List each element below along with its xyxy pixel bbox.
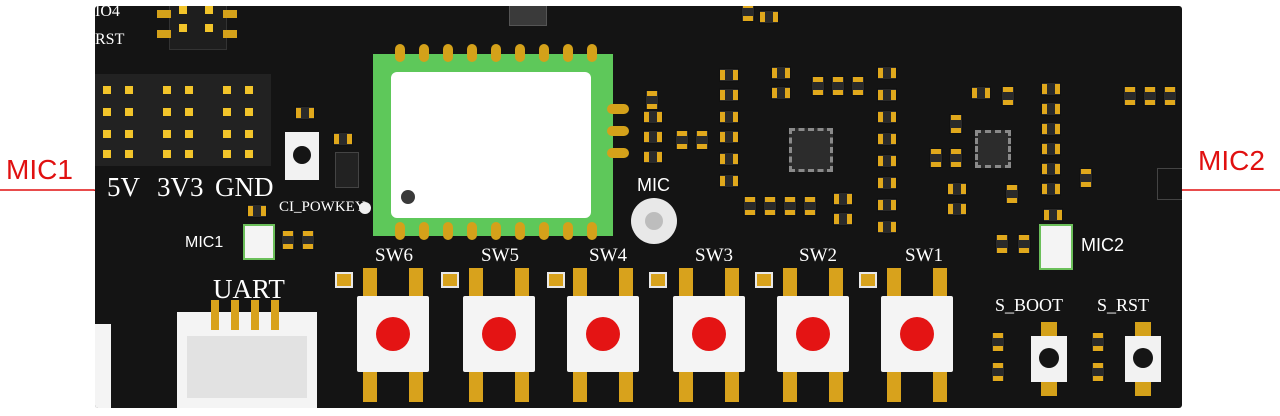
io4-label: IO4 [95,6,120,20]
ci-powkey-label: CI_POWKEY [279,199,366,215]
left-edge-connector [95,324,111,408]
sw3-label: SW3 [695,245,733,266]
module-pads-top [385,44,605,62]
ic-chip-1 [789,128,833,172]
uart-connector[interactable] [177,300,317,408]
sw4-label: SW4 [589,245,627,266]
s-boot-label: S_BOOT [995,295,1064,315]
5v-label: 5V [107,172,140,202]
mic1-footprint [243,224,275,260]
sw6-label: SW6 [375,245,413,266]
3v3-label: 3V3 [157,172,204,202]
sw1-button[interactable] [881,268,953,404]
sw6-button[interactable] [357,268,429,404]
s-boot-button[interactable] [1031,336,1067,382]
mic1-silk-label: MIC1 [185,234,224,251]
mic1-callout-label: MIC1 [6,154,73,185]
sw2-label: SW2 [799,245,837,266]
mic-label: MIC [637,175,670,195]
sw5-button[interactable] [463,268,535,404]
mic2-callout-label: MIC2 [1198,145,1265,176]
ci-powkey-dot [359,202,371,214]
center-mic [631,198,677,244]
s-rst-button[interactable] [1125,336,1161,382]
s-rst-label: S_RST [1097,295,1150,315]
sw4-button[interactable] [567,268,639,404]
top-header-connector [157,6,237,50]
uart-label: UART [213,274,285,304]
mic2-silk-label: MIC2 [1081,235,1125,255]
rst-label: RST [95,31,125,48]
sw5-label: SW5 [481,245,519,266]
power-pin-header [95,74,271,166]
module-pads-bottom [385,222,605,240]
sw3-button[interactable] [673,268,745,404]
gnd-label: GND [215,172,274,202]
sw1-label: SW1 [905,245,943,266]
mic2-footprint [1039,224,1073,270]
ci-powkey-switch[interactable] [285,132,319,180]
sw2-button[interactable] [777,268,849,404]
pcb-board: IO4 RST 5V 3V3 GND CI_POWKEY [95,6,1182,408]
radio-module [373,54,613,236]
ic-chip-2 [975,130,1011,168]
